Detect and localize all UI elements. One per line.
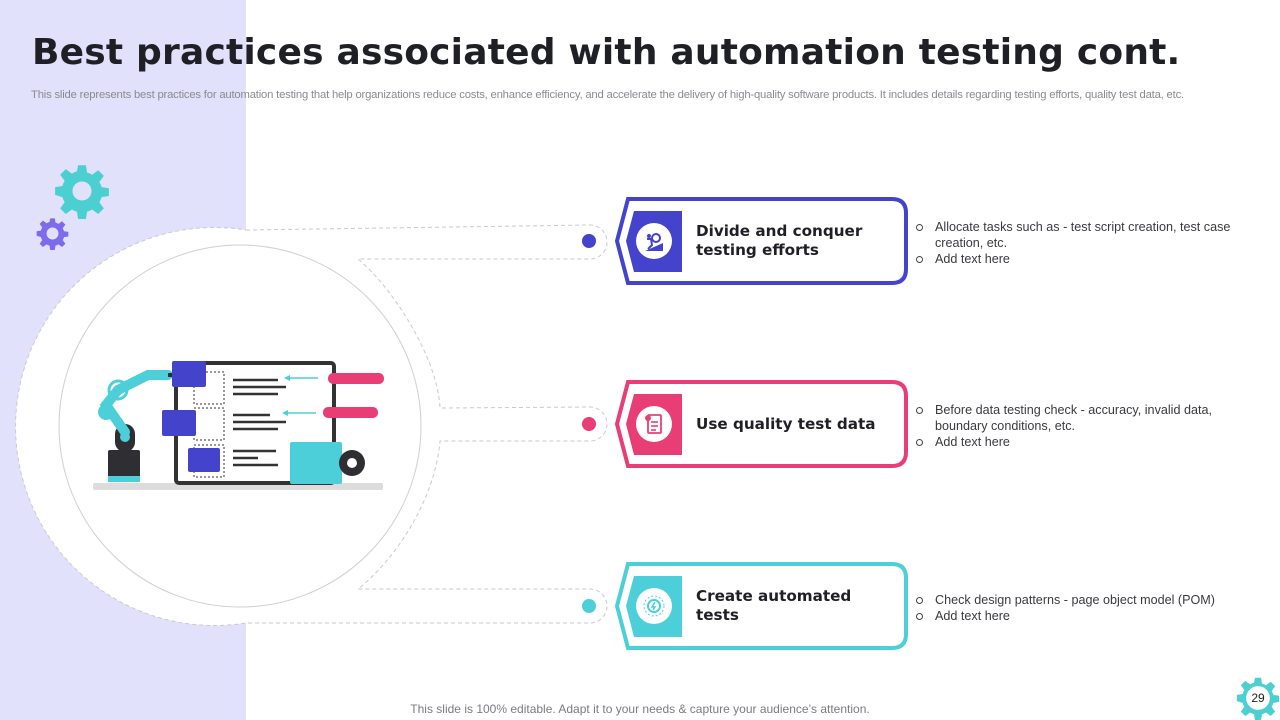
bullet-icon	[916, 439, 923, 446]
bullet-list: Before data testing check - accuracy, in…	[916, 402, 1256, 450]
bullet-icon	[916, 224, 923, 231]
connector-dot	[582, 417, 596, 431]
practice-card-divide-and-conquer: Divide and conquer testing efforts	[614, 196, 910, 286]
automation-robot-illustration	[93, 361, 384, 490]
bullet-icon	[916, 597, 923, 604]
bullet-item: Add text here	[916, 251, 1256, 267]
slide-title: Best practices associated with automatio…	[32, 32, 1181, 73]
bullet-text: Before data testing check - accuracy, in…	[935, 403, 1212, 433]
bullet-list: Check design patterns - page object mode…	[916, 592, 1256, 624]
card-frame	[614, 380, 908, 468]
bullet-text: Add text here	[935, 252, 1010, 266]
footer-note: This slide is 100% editable. Adapt it to…	[410, 702, 870, 716]
slide-subtitle: This slide represents best practices for…	[31, 89, 1184, 101]
bullet-item: Add text here	[916, 608, 1256, 624]
gear-icon	[36, 218, 69, 250]
gear-icon	[55, 165, 109, 219]
card-title: Create automated tests	[696, 587, 852, 624]
connector-dot	[582, 234, 596, 248]
bullet-text: Add text here	[935, 435, 1010, 449]
bullet-item: Check design patterns - page object mode…	[916, 592, 1256, 608]
page-number-badge: 29	[1236, 676, 1280, 720]
bullet-icon	[916, 613, 923, 620]
connector-dot	[582, 599, 596, 613]
practice-card-create-automated-tests: Create automated tests	[614, 561, 910, 651]
data-report-icon	[636, 406, 672, 442]
bullet-text: Allocate tasks such as - test script cre…	[935, 220, 1231, 250]
bullet-icon	[916, 407, 923, 414]
bullet-item: Allocate tasks such as - test script cre…	[916, 219, 1256, 251]
page-number: 29	[1251, 691, 1265, 705]
card-frame	[614, 562, 908, 650]
bullet-icon	[916, 256, 923, 263]
practice-card-quality-test-data: Use quality test data	[614, 379, 910, 469]
bullet-text: Check design patterns - page object mode…	[935, 593, 1215, 607]
person-pushing-gear-icon	[636, 223, 672, 259]
gear-icon	[1236, 677, 1280, 720]
bullet-item: Before data testing check - accuracy, in…	[916, 402, 1256, 434]
bullet-list: Allocate tasks such as - test script cre…	[916, 219, 1256, 267]
bullet-text: Add text here	[935, 609, 1010, 623]
automation-gear-icon	[636, 588, 672, 624]
bullet-item: Add text here	[916, 434, 1256, 450]
card-title: Divide and conquer testing efforts	[696, 222, 863, 259]
card-title: Use quality test data	[696, 414, 876, 433]
